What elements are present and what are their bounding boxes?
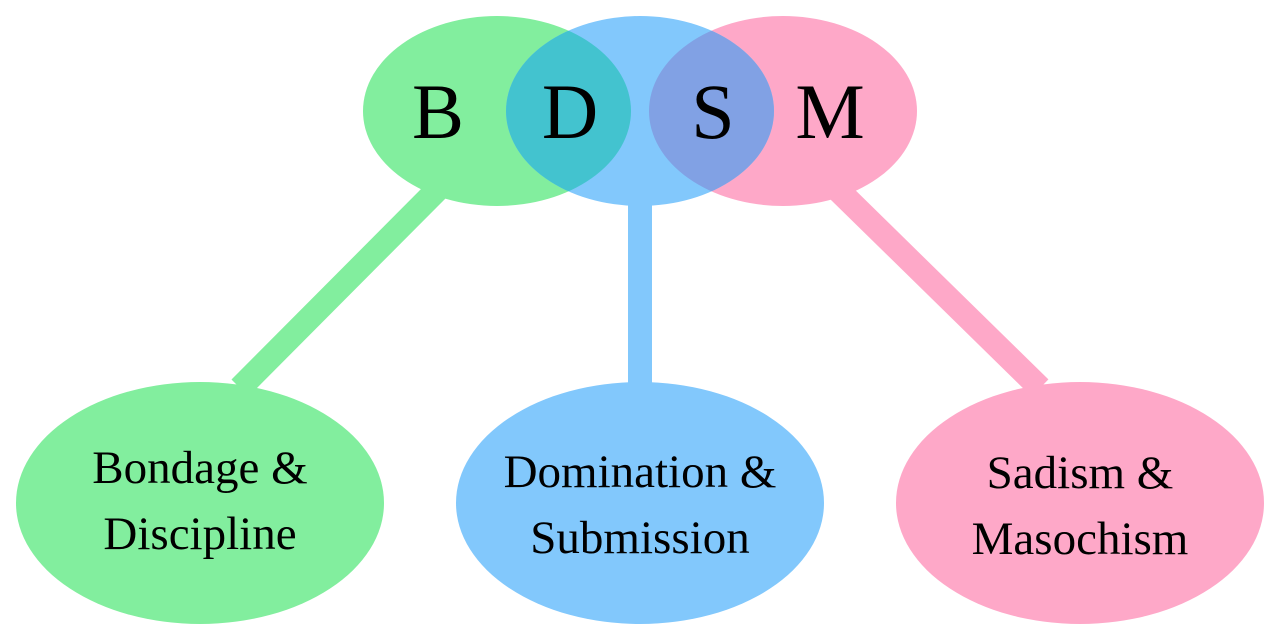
node-bd-label-line1: Bondage & — [92, 442, 307, 494]
node-sm — [896, 382, 1264, 624]
letter-s: S — [691, 68, 734, 155]
letter-d: D — [542, 68, 598, 155]
node-ds-label-line2: Submission — [530, 512, 749, 564]
connector-bd — [231, 181, 446, 397]
letter-b: B — [412, 68, 464, 155]
node-bd — [16, 382, 384, 624]
letter-m: M — [795, 68, 864, 155]
node-bd-label-line2: Discipline — [103, 508, 296, 560]
overlap-ds-sm — [649, 16, 774, 206]
connector-sm — [829, 181, 1049, 397]
node-ds — [456, 382, 824, 624]
node-ds-label-line1: Domination & — [504, 446, 777, 498]
node-sm-label-line1: Sadism & — [987, 447, 1174, 499]
node-sm-label-line2: Masochism — [972, 513, 1189, 565]
overlap-bd-ds — [506, 16, 631, 206]
